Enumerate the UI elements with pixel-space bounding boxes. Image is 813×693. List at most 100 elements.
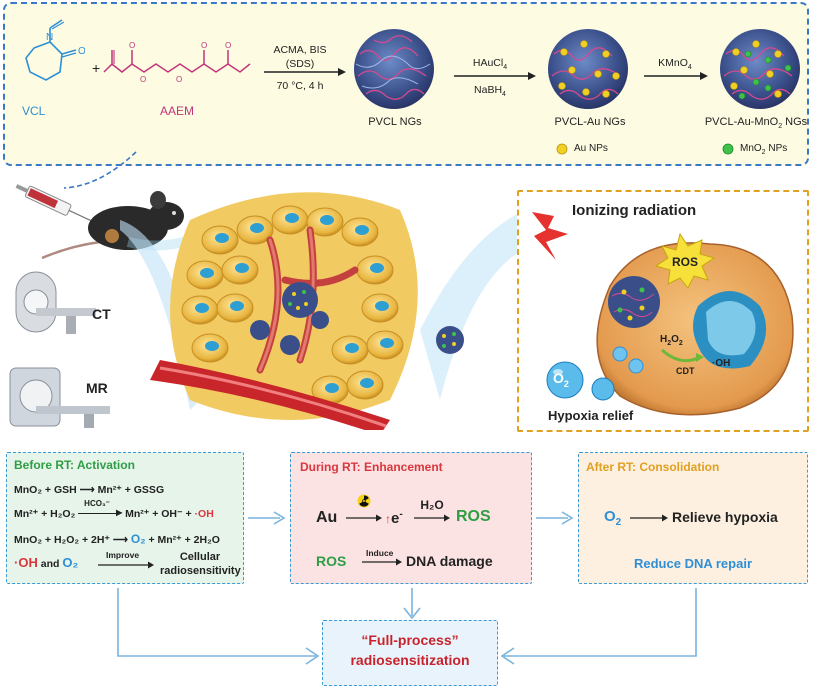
condition-2b-text: NaBH — [474, 84, 503, 96]
svg-text:O: O — [201, 41, 207, 50]
during-au-label: Au — [316, 509, 338, 526]
during-arrow-1 — [346, 514, 382, 522]
before-rt-equation-1: MnO₂ + GSH ⟶ Mn²⁺ + GSSG — [14, 484, 165, 496]
svg-text:O: O — [78, 46, 85, 57]
au-np-legend-label: Au NPs — [574, 143, 608, 154]
relieve-hypoxia-label: Relieve hypoxia — [672, 509, 778, 525]
during-rt-panel — [290, 452, 532, 584]
condition-2b-sub: 4 — [502, 91, 506, 99]
cdt-label: CDT — [676, 366, 695, 376]
eq2-oh: ·OH — [194, 508, 214, 520]
h2o2-sub2: 2 — [678, 340, 683, 347]
au-np-legend-icon — [556, 143, 568, 155]
eq4-oh: ·OH — [14, 555, 38, 570]
final-line-1: “Full-process” — [361, 632, 459, 648]
svg-text:O: O — [176, 75, 182, 84]
electron-up-arrow-icon: ↑ — [385, 512, 391, 526]
ct-label: CT — [92, 306, 111, 322]
reaction-arrow-1 — [264, 68, 346, 76]
electron-label: ↑e- — [385, 509, 403, 527]
after-o2-o: O — [604, 508, 616, 525]
eq4-arrow — [98, 561, 154, 569]
product3-post: NGs — [782, 116, 808, 128]
svg-text:O: O — [140, 75, 146, 84]
syringe-icon — [15, 184, 92, 222]
after-rt-title: After RT: Consolidation — [586, 460, 720, 474]
pvcl-au-ng-label: PVCL-Au NGs — [554, 116, 626, 128]
radiation-hazard-icon — [357, 494, 371, 508]
final-result-panel — [322, 620, 498, 686]
condition-1-line2: (SDS) — [285, 58, 315, 70]
mr-label: MR — [86, 380, 108, 396]
ros-product-label: ROS — [456, 508, 491, 525]
condition-1-line3: 70 °C, 4 h — [276, 80, 324, 92]
o2-bubble-large-icon — [546, 361, 584, 399]
ros-starburst-text: ROS — [672, 255, 698, 269]
mno2-legend-pre: MnO — [740, 143, 762, 154]
before-rt-equation-2: Mn²⁺ + H₂O₂ HCO₃⁻ ▶ Mn²⁺ + OH⁻ + ·OH — [14, 499, 214, 520]
pvcl-ng-label: PVCL NGs — [368, 116, 422, 128]
eq4-result-line1: Cellular — [179, 551, 221, 563]
h2o2-label: H2O2 — [660, 334, 683, 347]
eq3-left: MnO₂ + H₂O₂ + 2H⁺ ⟶ — [14, 534, 131, 546]
tumor-tissue-illustration — [150, 192, 418, 430]
eq4-o2: O₂ — [62, 555, 79, 570]
during-arrow-3 — [362, 558, 402, 566]
o2-large-sub: 2 — [563, 378, 569, 389]
after-o2-label: O2 — [604, 508, 621, 528]
flow-arrow-during-to-after — [536, 511, 574, 525]
o2-bubble-large-label: O2 — [553, 370, 569, 389]
mno2-legend-sub: 2 — [761, 149, 766, 156]
injection-connector-line — [63, 151, 137, 189]
eq2-right: Mn²⁺ + OH⁻ + — [125, 508, 195, 520]
before-rt-panel — [6, 452, 244, 584]
condition-2-line1: HAuCl4 — [450, 57, 530, 71]
radiation-bolt-icon — [532, 212, 568, 260]
o2-bubble-small-icon — [591, 377, 615, 401]
electron-sup: - — [399, 509, 403, 520]
condition-1-line1: ACMA, BIS — [273, 44, 327, 56]
h2o-label: H₂O — [420, 498, 444, 512]
pvcl-au-mno2-ng-particle-icon — [720, 29, 800, 109]
during-arrow-2 — [414, 514, 450, 522]
eq4-improve-label: Improve — [106, 550, 140, 560]
ros-cause-label: ROS — [316, 553, 347, 569]
dna-damage-label: DNA damage — [406, 553, 493, 569]
mno2-np-legend-icon — [722, 143, 734, 155]
during-rt-title: During RT: Enhancement — [300, 460, 443, 474]
vcl-structure-icon: O N — [25, 19, 85, 81]
pvcl-ng-particle-icon — [354, 29, 434, 109]
before-rt-equation-3: MnO₂ + H₂O₂ + 2H⁺ ⟶ O₂ + Mn²⁺ + 2H₂O — [14, 532, 220, 546]
hypoxia-relief-label: Hypoxia relief — [548, 408, 634, 423]
reaction-arrow-3 — [644, 72, 708, 80]
condition-2-text: HAuCl — [472, 57, 504, 69]
aaem-structure-icon: O O O O O — [103, 41, 251, 84]
final-line-2: radiosensitization — [350, 652, 470, 668]
pvcl-au-ng-particle-icon — [548, 29, 628, 109]
aaem-label: AAEM — [160, 104, 195, 118]
after-arrow — [630, 514, 668, 522]
final-connector-lines — [117, 588, 697, 665]
eq3-right: + Mn²⁺ + 2H₂O — [145, 534, 220, 546]
vcl-label: VCL — [22, 104, 46, 118]
before-rt-equation-4: ·OH and O₂ — [14, 554, 78, 572]
ionizing-radiation-title: Ionizing radiation — [572, 202, 697, 219]
condition-3: KMnO4 — [640, 57, 710, 71]
after-o2-sub: 2 — [615, 517, 622, 528]
o2-large-o: O — [553, 370, 564, 386]
electron-e: e — [391, 510, 400, 527]
ct-scanner-icon — [15, 271, 96, 334]
condition-2-sub: 4 — [503, 64, 508, 72]
before-rt-title: Before RT: Activation — [14, 458, 135, 472]
eq2-left: Mn²⁺ + H₂O₂ — [14, 508, 76, 520]
h2o2-h: H — [660, 334, 668, 345]
floating-nanogel-icon — [436, 326, 464, 354]
h2o2-o: O — [671, 334, 679, 345]
mno2-legend-post: NPs — [765, 143, 788, 154]
product3-pre: PVCL-Au-MnO — [704, 116, 779, 128]
flow-arrow-before-to-during — [248, 511, 286, 525]
plus-sign: + — [92, 60, 101, 76]
reduce-dna-repair-label: Reduce DNA repair — [634, 556, 752, 571]
eq3-o2: O₂ — [130, 532, 146, 546]
